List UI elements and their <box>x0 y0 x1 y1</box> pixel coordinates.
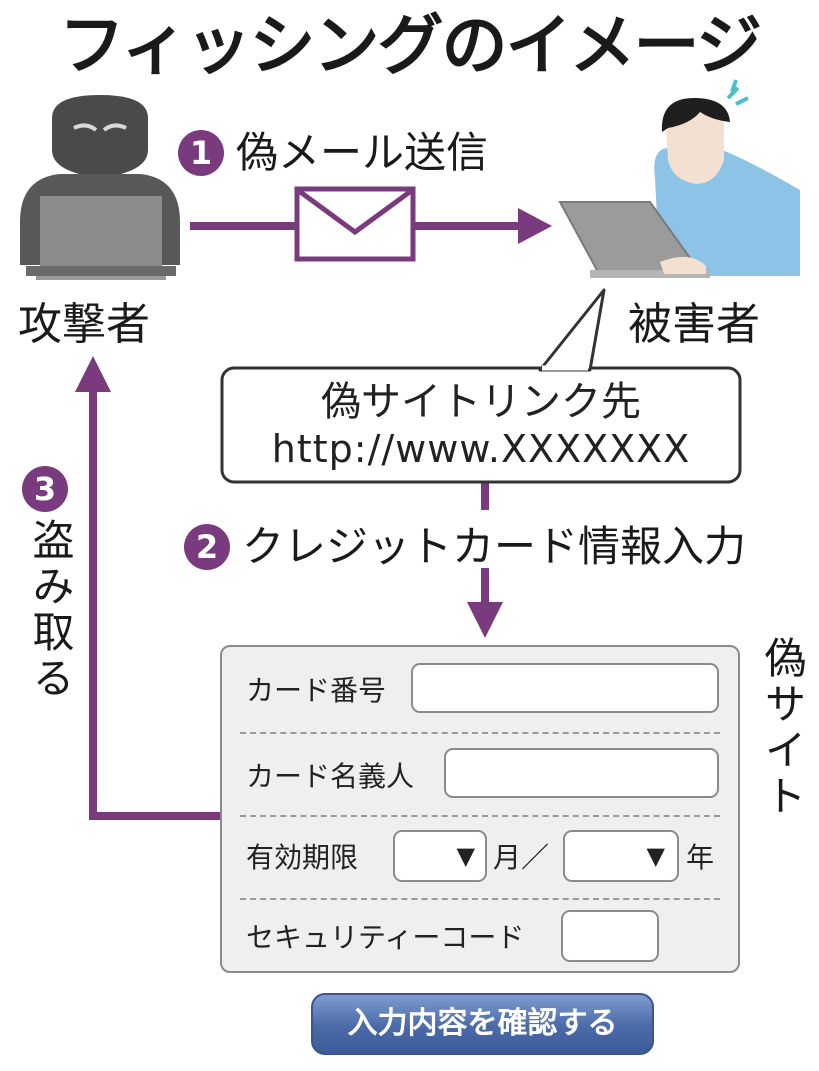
step-2-badge: 2 <box>184 524 230 570</box>
card-name-label: カード名義人 <box>246 760 415 793</box>
attacker-icon <box>20 95 180 280</box>
form-divider <box>240 732 720 734</box>
step-1-label: 偽メール送信 <box>236 128 489 177</box>
victim-icon <box>558 79 800 278</box>
step-3-label: 盗み取る <box>26 518 75 702</box>
confirm-input-button[interactable]: 入力内容を確認する <box>311 993 654 1055</box>
chevron-down-icon: ▼ <box>456 842 475 870</box>
month-suffix: 月／ <box>493 841 550 874</box>
expiry-label: 有効期限 <box>246 841 359 874</box>
expiry-month-select[interactable]: ▼ <box>393 830 487 882</box>
expiry-year-select[interactable]: ▼ <box>563 830 679 882</box>
card-number-label: カード番号 <box>246 674 387 707</box>
envelope-icon <box>294 186 416 262</box>
bubble-content: 偽サイトリンク先 http://www.XXXXXXX <box>222 378 740 472</box>
form-divider <box>240 898 720 900</box>
card-number-input[interactable] <box>411 663 719 713</box>
card-name-input[interactable] <box>444 748 719 798</box>
step-3-badge: 3 <box>22 466 68 512</box>
form-divider <box>240 815 720 817</box>
chevron-down-icon: ▼ <box>646 842 665 870</box>
bubble-title: 偽サイトリンク先 <box>321 379 641 425</box>
steal-arrow-line <box>89 388 220 820</box>
phishing-link[interactable]: http://www.XXXXXXX <box>271 427 691 471</box>
attacker-label: 攻撃者 <box>18 299 150 350</box>
step-1-badge: 1 <box>178 130 224 176</box>
link-speech-bubble <box>220 288 742 484</box>
step-2-label: クレジットカード情報入力 <box>242 522 747 571</box>
security-code-label: セキュリティーコード <box>246 921 525 954</box>
security-code-input[interactable] <box>561 910 659 962</box>
fake-site-label: 偽サイト <box>758 636 807 820</box>
diagram-title: フィッシングのイメージ <box>58 7 762 84</box>
mail-arrow-head <box>518 208 552 244</box>
input-arrow-head <box>467 602 503 638</box>
year-suffix: 年 <box>686 841 715 874</box>
victim-label: 被害者 <box>628 299 760 350</box>
steal-arrow-head <box>75 356 111 392</box>
